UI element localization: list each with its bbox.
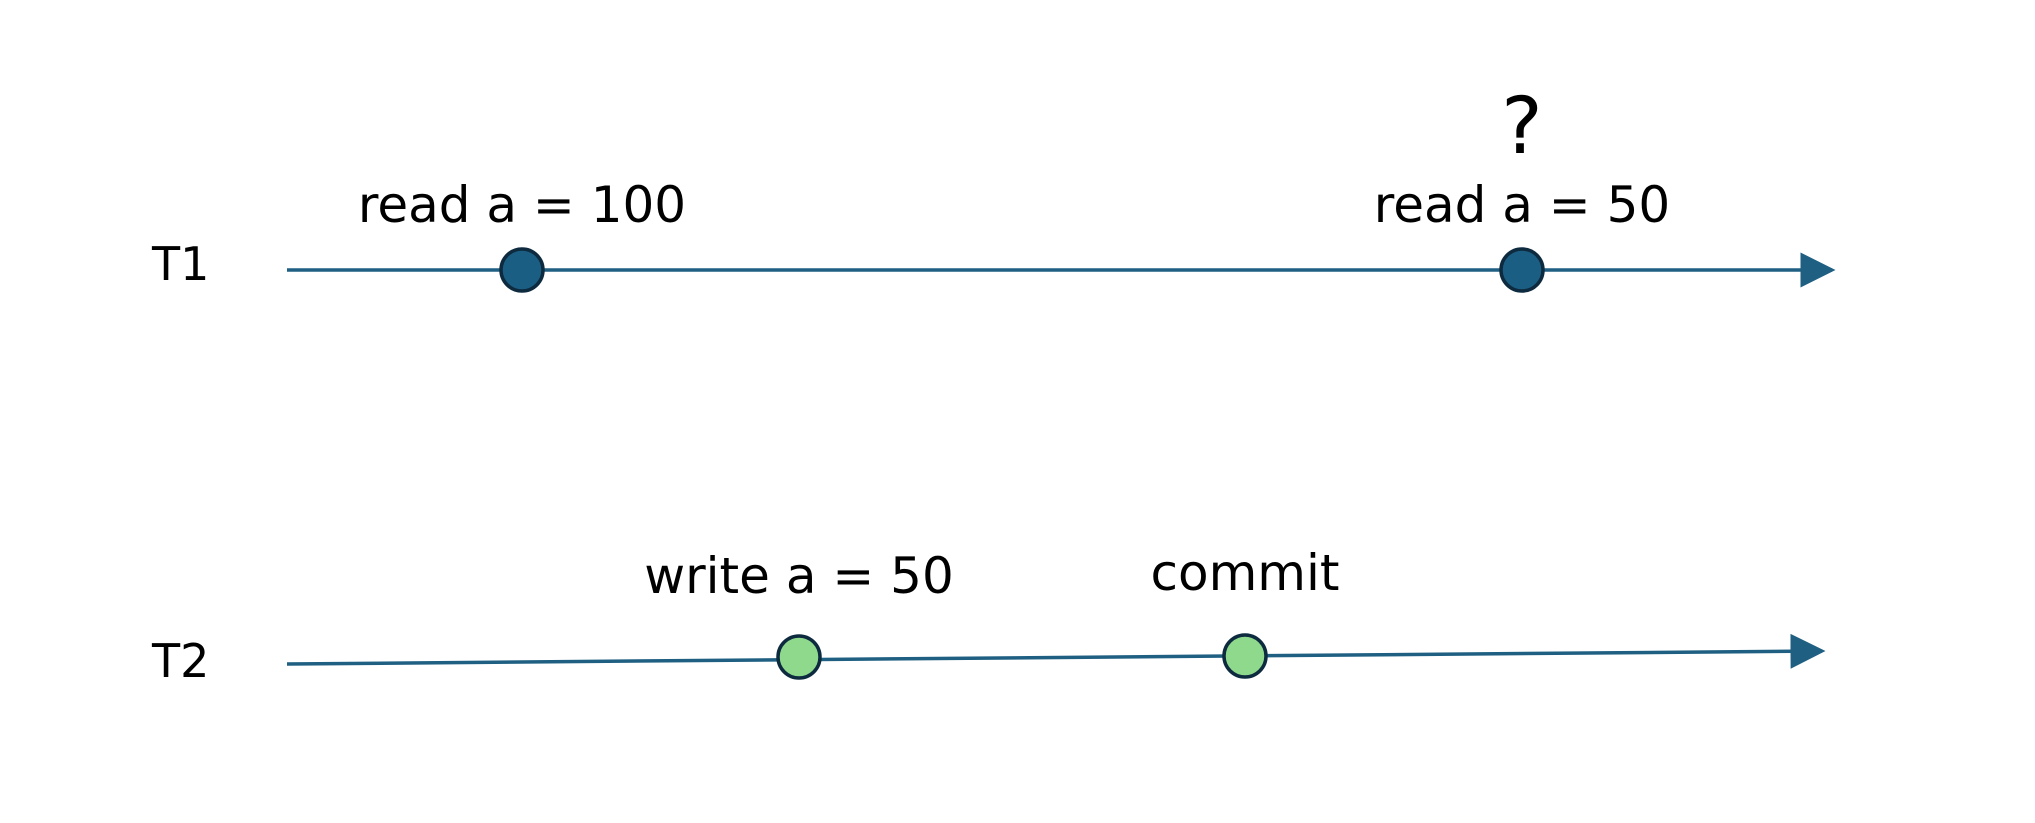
event-label-commit: commit (1151, 544, 1340, 602)
lane-label-t1: T1 (151, 237, 209, 291)
lane-t2: T2 write a = 50 commit (151, 544, 1826, 688)
event-dot-commit (1222, 633, 1268, 679)
event-label-read-a-50: read a = 50 (1374, 176, 1670, 234)
event-dot-read-a-100 (499, 247, 545, 293)
lane-t1: T1 read a = 100 ? read a = 50 (151, 82, 1836, 293)
event-label-read-a-100: read a = 100 (358, 176, 686, 234)
event-dot-read-a-50 (1499, 247, 1545, 293)
question-mark: ? (1501, 82, 1542, 172)
timeline-arrow-t2 (286, 633, 1826, 669)
lane-label-t2: T2 (151, 634, 209, 688)
event-dot-write-a-50 (776, 634, 822, 680)
event-label-write-a-50: write a = 50 (644, 547, 954, 605)
